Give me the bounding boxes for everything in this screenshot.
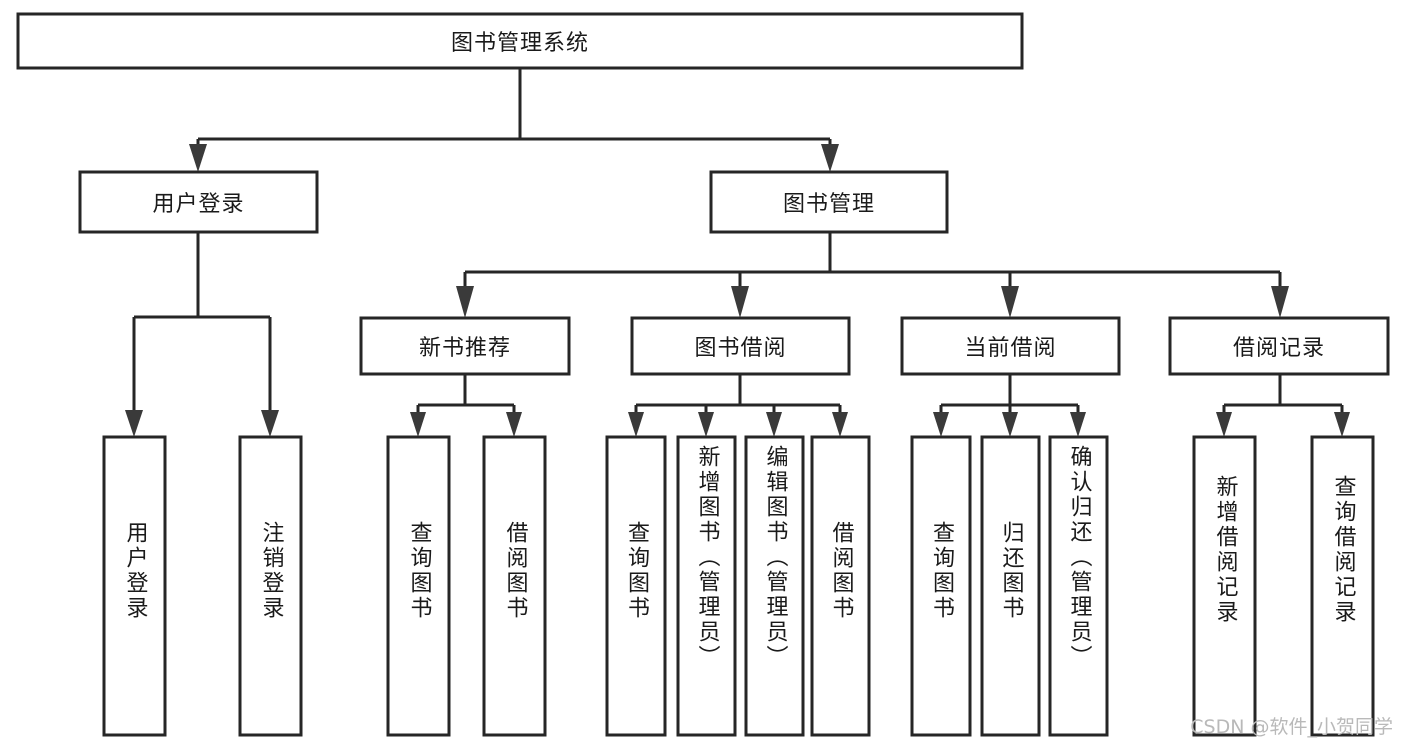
arrowhead-leaf-logout-login <box>261 410 279 437</box>
arrowhead-leaf-borrow-book-1 <box>506 412 522 437</box>
arrowhead-leaf-query-book-3 <box>933 412 949 437</box>
node-leaf-confirm-return-box[interactable] <box>1048 435 1109 737</box>
node-borrow-record-box[interactable] <box>1168 316 1390 376</box>
node-leaf-add-record-box[interactable] <box>1192 435 1257 737</box>
arrowhead-leaf-add-record <box>1216 412 1232 437</box>
arrowhead-leaf-query-book-2 <box>628 412 644 437</box>
arrowhead-leaf-user-login <box>125 410 143 437</box>
arrowhead-leaf-return-book <box>1002 412 1018 437</box>
arrowhead-leaf-query-book-1 <box>410 412 426 437</box>
arrowhead-leaf-confirm-return <box>1070 412 1086 437</box>
node-leaf-query-book-1-box[interactable] <box>386 435 451 737</box>
node-leaf-query-book-3-box[interactable] <box>910 435 972 737</box>
node-leaf-borrow-book-2-box[interactable] <box>810 435 871 737</box>
node-root-box[interactable] <box>16 12 1024 70</box>
node-leaf-add-book-box[interactable] <box>676 435 737 737</box>
node-leaf-user-login-box[interactable] <box>102 435 167 737</box>
node-leaf-query-book-2-box[interactable] <box>605 435 667 737</box>
arrowhead-leaf-query-record <box>1334 412 1350 437</box>
node-current-borrow-box[interactable] <box>900 316 1121 376</box>
arrowhead-borrow-record <box>1271 286 1289 318</box>
arrowhead-user-login <box>189 144 207 172</box>
node-leaf-borrow-book-1-box[interactable] <box>482 435 547 737</box>
node-user-login-box[interactable] <box>78 170 319 234</box>
arrowhead-leaf-borrow-book-2 <box>832 412 848 437</box>
arrowhead-current-borrow <box>1001 286 1019 318</box>
node-book-borrow-box[interactable] <box>630 316 851 376</box>
node-new-book-recommend-box[interactable] <box>359 316 571 376</box>
arrowhead-book-management <box>821 144 839 172</box>
node-leaf-return-book-box[interactable] <box>980 435 1041 737</box>
node-leaf-query-record-box[interactable] <box>1310 435 1375 737</box>
node-book-management-box[interactable] <box>709 170 949 234</box>
node-leaf-logout-login-box[interactable] <box>238 435 303 737</box>
node-leaf-edit-book-box[interactable] <box>744 435 805 737</box>
arrowhead-leaf-edit-book <box>766 412 782 437</box>
arrowhead-leaf-add-book <box>698 412 714 437</box>
arrowhead-book-borrow <box>731 286 749 318</box>
arrowhead-new-book-recommend <box>456 286 474 318</box>
